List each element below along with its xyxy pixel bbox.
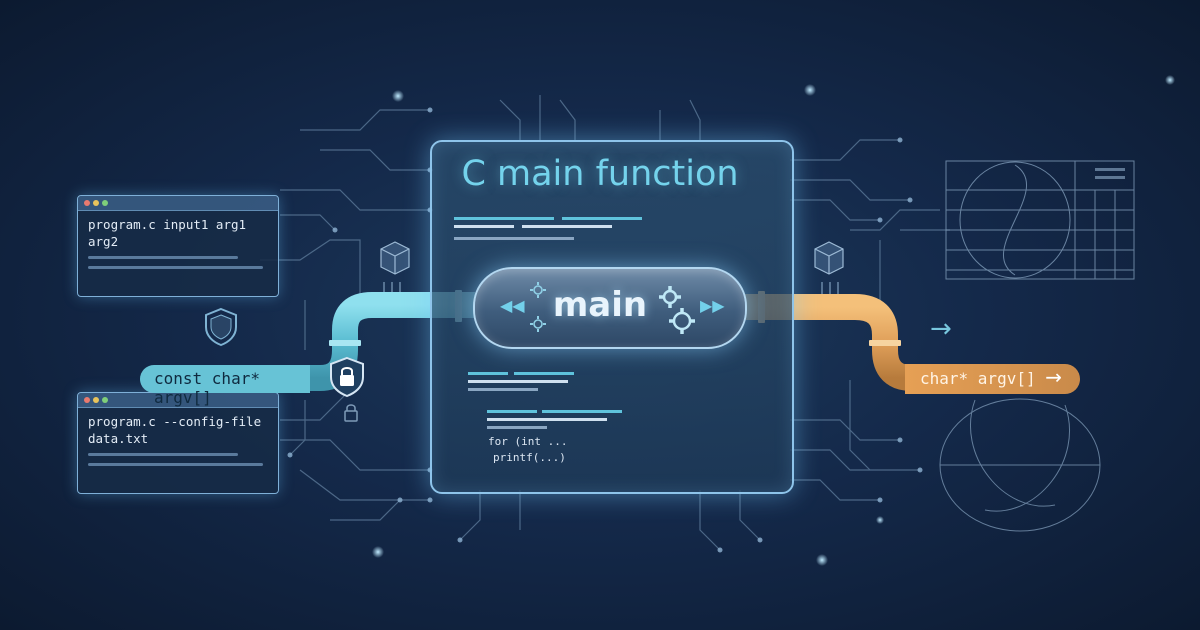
output-argv-label: char* argv[] → (905, 364, 1080, 394)
terminal-titlebar (78, 196, 278, 211)
code-lines-decoration (454, 217, 642, 429)
gear-icon (659, 286, 695, 334)
input-argv-label: const char* argv[] (140, 365, 310, 407)
arrow-right-icon: → (1045, 365, 1062, 389)
main-label: main (552, 285, 648, 325)
lock-icon (330, 356, 364, 398)
circle-diagram-icon (939, 398, 1101, 532)
main-function-node (473, 267, 747, 349)
cube-icon-right (814, 241, 844, 275)
chevron-right-icon: ▶▶ (700, 296, 725, 315)
shield-icon (205, 307, 237, 347)
output-argv-text: char* argv[] (920, 369, 1036, 388)
terminal-command: program.c --config-file data.txt (88, 414, 262, 446)
terminal-command: program.c input1 arg1 arg2 (88, 217, 247, 249)
terminal-window-1: program.c input1 arg1 arg2 (77, 195, 279, 297)
small-lock-icon (344, 404, 358, 422)
chevron-left-icon: ◀◀ (500, 296, 525, 315)
cube-icon (380, 241, 410, 275)
terminal-window-2: program.c --config-file data.txt (77, 392, 279, 494)
arrow-right-icon: → (930, 314, 952, 344)
chart-grid-icon (945, 160, 1135, 280)
terminal-titlebar (78, 393, 278, 408)
code-for-loop: for (int ... (488, 435, 568, 448)
code-printf: printf(...) (493, 451, 566, 464)
input-argv-text: const char* argv[] (154, 369, 260, 407)
page-title: C main function (461, 154, 739, 194)
gear-icon (530, 282, 546, 332)
